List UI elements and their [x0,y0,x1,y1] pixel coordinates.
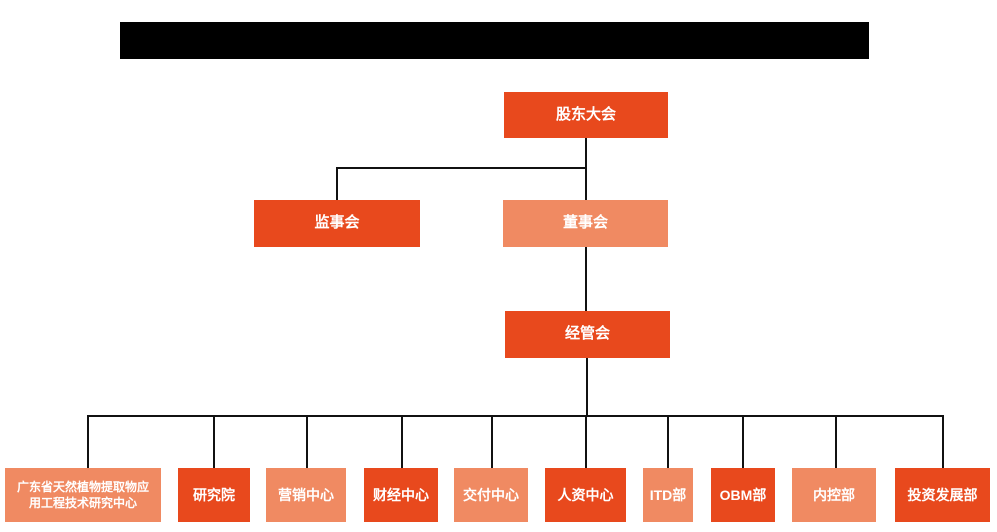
node-label: 人资中心 [557,486,614,503]
connector-branch-5 [491,415,493,468]
connector-branch-3 [306,415,308,468]
node-label: 董事会 [562,214,608,232]
node-label: 营销中心 [278,486,334,503]
connector-branch-1 [87,415,89,468]
node-label: 股东大会 [555,105,616,123]
node-label: 经管会 [564,325,610,343]
connector-to-supervisory [336,167,338,200]
connector-departments-horizontal [87,415,944,417]
org-node-management-committee: 经管会 [505,311,670,358]
org-node-shareholders-meeting: 股东大会 [504,92,668,138]
connector-branch-4 [401,415,403,468]
redacted-title-bar [120,22,869,59]
connector-branch-10 [942,415,944,468]
org-node-hr-center: 人资中心 [545,468,626,522]
node-label: OBM部 [719,486,767,503]
org-node-marketing-center: 营销中心 [266,468,346,522]
node-label: 监事会 [314,214,360,232]
connector-board-to-management [585,247,587,312]
org-node-board-of-directors: 董事会 [503,200,668,247]
org-node-internal-control-department: 内控部 [792,468,876,522]
node-label: ITD部 [649,486,687,503]
connector-branch-9 [835,415,837,468]
node-label: 广东省天然植物提取物应用工程技术研究中心 [16,479,149,510]
node-label: 财经中心 [373,486,429,503]
connector-branch-6 [585,415,587,468]
connector-branch-2 [213,415,215,468]
node-label: 研究院 [193,486,235,503]
node-label: 内控部 [813,486,855,503]
connector-root-to-board [585,138,587,200]
org-node-itd-department: ITD部 [643,468,693,522]
connector-management-to-bus [586,358,588,416]
org-node-investment-development-department: 投资发展部 [895,468,990,522]
org-node-delivery-center: 交付中心 [454,468,528,522]
org-node-obm-department: OBM部 [711,468,775,522]
node-label: 投资发展部 [907,486,978,503]
connector-branch-8 [742,415,744,468]
connector-level2-horizontal [336,167,587,169]
connector-branch-7 [667,415,669,468]
org-node-finance-center: 财经中心 [364,468,438,522]
org-node-research-institute: 研究院 [178,468,250,522]
node-label: 交付中心 [463,486,519,503]
org-node-research-center: 广东省天然植物提取物应用工程技术研究中心 [5,468,161,522]
org-node-supervisory-board: 监事会 [254,200,420,247]
